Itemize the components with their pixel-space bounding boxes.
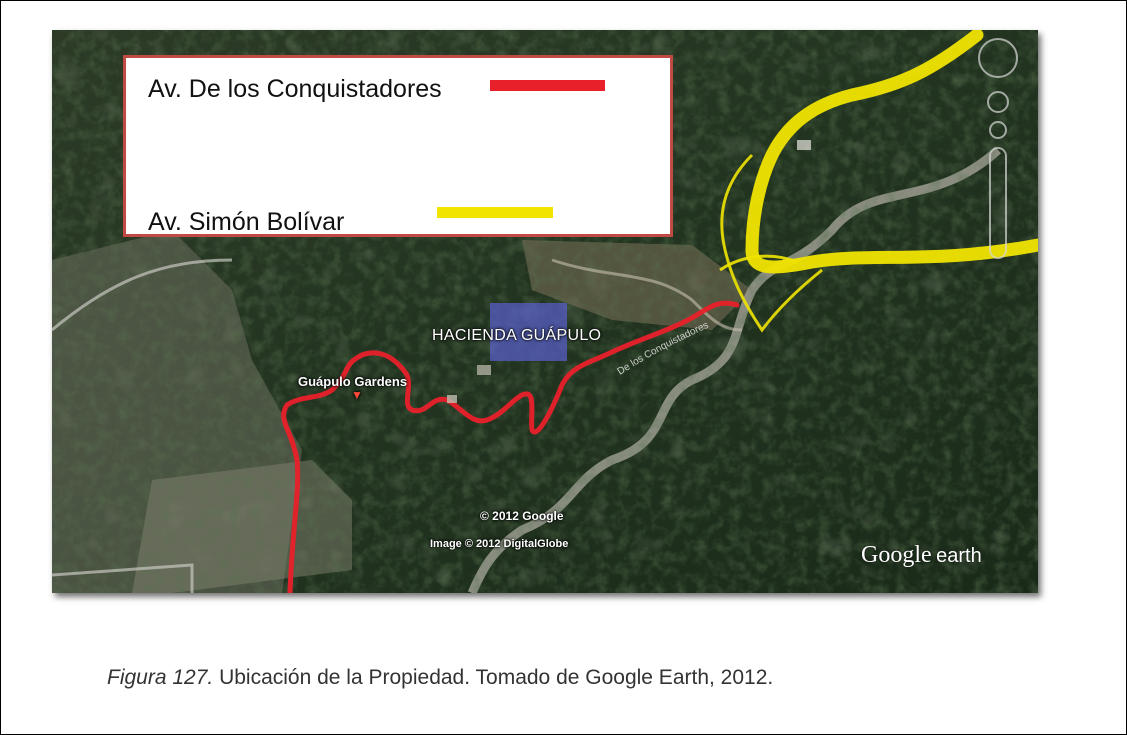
- logo-earth: earth: [936, 545, 982, 567]
- building: [447, 395, 457, 403]
- building: [477, 365, 491, 375]
- road-simon-bolivar-branch: [720, 153, 823, 333]
- minor-road: [52, 563, 194, 593]
- figure-caption: Figura 127. Ubicación de la Propiedad. T…: [107, 666, 773, 690]
- move-control[interactable]: [989, 121, 1007, 139]
- copyright-google: © 2012 Google: [480, 509, 564, 523]
- legend-label-conquistadores: Av. De los Conquistadores: [148, 75, 442, 103]
- hacienda-property: [490, 303, 567, 361]
- hacienda-label: HACIENDA GUÁPULO: [432, 327, 602, 344]
- gardens-label: Guápulo Gardens: [298, 374, 408, 389]
- copyright-imagery: Image © 2012 DigitalGlobe: [430, 538, 569, 550]
- legend-swatch-red: [490, 80, 605, 91]
- look-control[interactable]: [987, 91, 1009, 113]
- logo-google: Google: [861, 542, 932, 568]
- minor-road: [551, 258, 743, 332]
- legend-swatch-yellow: [437, 207, 553, 218]
- compass-control[interactable]: [978, 38, 1018, 78]
- minor-road: [52, 258, 233, 332]
- building: [797, 140, 811, 150]
- caption-text: Ubicación de la Propiedad. Tomado de Goo…: [213, 666, 774, 689]
- figure-number: Figura 127.: [107, 666, 214, 689]
- zoom-slider[interactable]: [989, 147, 1007, 259]
- road-simon-bolivar: [745, 30, 1038, 274]
- map-pin-icon: ▼: [351, 388, 363, 402]
- road-conquistadores: [281, 300, 740, 593]
- road-simon-bolivar-branch: [719, 254, 798, 272]
- map-legend: Av. De los Conquistadores Av. Simón Bolí…: [123, 55, 673, 237]
- google-earth-logo: Google earth: [861, 542, 982, 569]
- legend-label-simon-bolivar: Av. Simón Bolívar: [148, 208, 345, 236]
